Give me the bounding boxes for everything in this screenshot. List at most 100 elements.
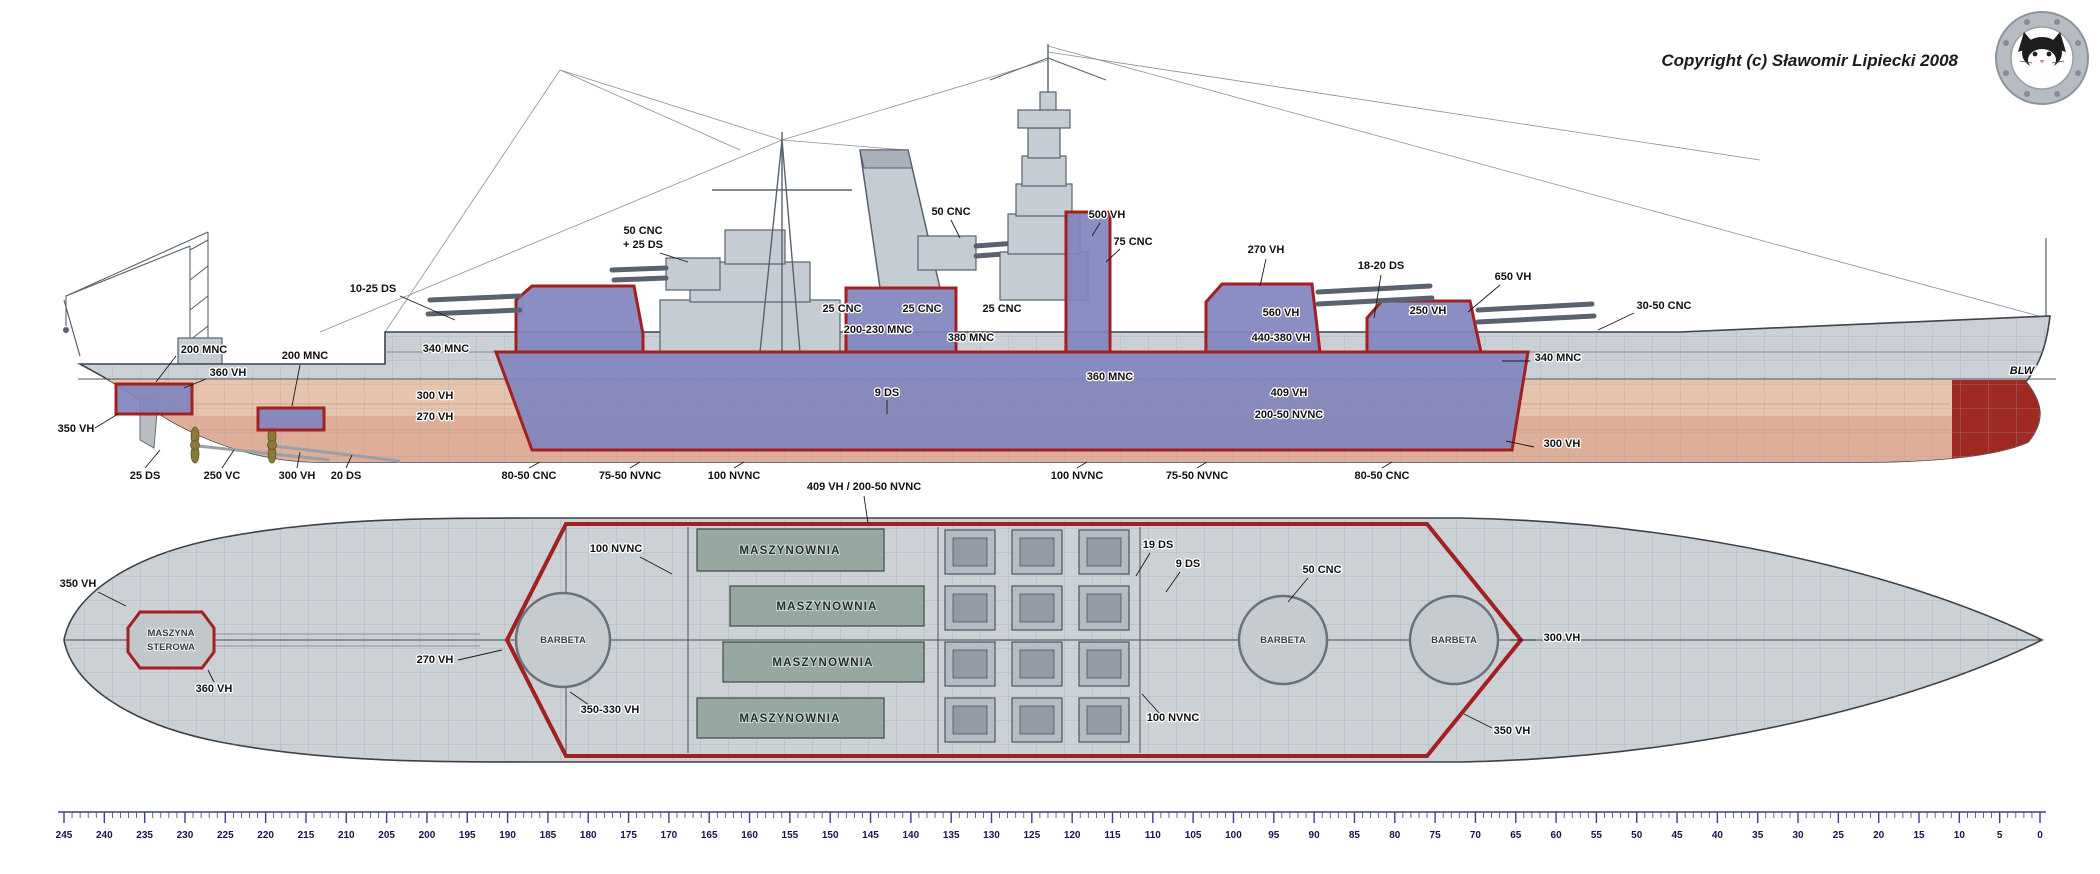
armor-label: 340 MNC <box>423 343 470 355</box>
plan-leader-lines <box>97 495 1536 729</box>
funnel-cap <box>859 149 913 169</box>
svg-text:75: 75 <box>1430 830 1442 841</box>
armor-label: 9 DS <box>1176 558 1200 570</box>
stern-flagstaff <box>63 299 81 357</box>
svg-text:65: 65 <box>1510 830 1522 841</box>
svg-text:10: 10 <box>1954 830 1966 841</box>
armor-label: 300 VH <box>1544 438 1581 450</box>
steering-room-label: STEROWA <box>147 642 195 653</box>
armor-label: 350 VH <box>60 578 97 590</box>
armor-label: 270 VH <box>417 411 454 423</box>
plan-view: 409 VH / 200-50 NVNC 100 NVNC MASZYNOWNI… <box>58 480 2044 763</box>
svg-text:45: 45 <box>1671 830 1683 841</box>
armor-label: 75-50 NVNC <box>599 470 661 482</box>
svg-text:105: 105 <box>1185 830 1202 841</box>
armor-label: 250 VC <box>204 470 241 482</box>
engine-room <box>696 528 885 572</box>
svg-text:205: 205 <box>378 830 395 841</box>
svg-text:5: 5 <box>1997 830 2003 841</box>
armor-label: 200-230 MNC <box>844 324 913 336</box>
svg-text:110: 110 <box>1145 830 1162 841</box>
svg-text:230: 230 <box>177 830 194 841</box>
armor-label: 25 CNC <box>822 303 861 315</box>
armor-label: 100 NVNC <box>1051 470 1104 482</box>
armor-label: 270 VH <box>1248 244 1285 256</box>
svg-text:170: 170 <box>661 830 678 841</box>
main-belt-citadel <box>493 350 1530 452</box>
armor-label: 25 CNC <box>982 303 1021 315</box>
armor-label: 100 NVNC <box>708 470 761 482</box>
armor-label: 20 DS <box>331 470 362 482</box>
armor-label: 80-50 CNC <box>501 470 556 482</box>
svg-text:70: 70 <box>1470 830 1482 841</box>
armor-label: 350-330 VH <box>581 704 640 716</box>
armor-label: 650 VH <box>1495 271 1532 283</box>
svg-text:50: 50 <box>1631 830 1643 841</box>
armor-label: 300 VH <box>417 390 454 402</box>
svg-text:125: 125 <box>1023 830 1040 841</box>
svg-text:0: 0 <box>2037 830 2043 841</box>
armor-label: 50 CNC <box>623 225 662 237</box>
svg-text:180: 180 <box>580 830 597 841</box>
svg-text:25: 25 <box>1833 830 1845 841</box>
profile-labels: 10-25 DS 50 CNC + 25 DS 50 CNC 500 VH 75… <box>56 205 2037 484</box>
armor-label: 350 VH <box>58 423 95 435</box>
steering-gear-box <box>126 610 216 670</box>
aft-auxiliary-armor <box>256 406 326 432</box>
svg-text:150: 150 <box>822 830 839 841</box>
turret-no1 <box>1365 299 1483 354</box>
svg-text:200: 200 <box>419 830 436 841</box>
barbette-no2 <box>1237 594 1329 686</box>
svg-text:210: 210 <box>338 830 355 841</box>
profile-leader-lines <box>94 219 1635 469</box>
svg-text:15: 15 <box>1913 830 1925 841</box>
armor-label: 250 VH <box>1410 305 1447 317</box>
armor-label: 360 VH <box>196 683 233 695</box>
armor-label: 80-50 CNC <box>1354 470 1409 482</box>
barbette-label: BARBETA <box>1260 635 1306 646</box>
svg-text:30: 30 <box>1792 830 1804 841</box>
armor-label: 25 DS <box>130 470 161 482</box>
main-guns <box>425 283 1597 325</box>
engine-room <box>696 697 885 739</box>
engine-room-label: MASZYNOWNIA <box>772 657 873 669</box>
plan-labels: 409 VH / 200-50 NVNC 100 NVNC MASZYNOWNI… <box>58 480 1581 739</box>
armor-label: 560 VH <box>1263 307 1300 319</box>
armor-label: 10-25 DS <box>350 283 396 295</box>
svg-text:175: 175 <box>620 830 637 841</box>
armor-label: 18-20 DS <box>1358 260 1404 272</box>
armor-label: 75-50 NVNC <box>1166 470 1228 482</box>
superstructure <box>609 44 1107 353</box>
armor-label: 50 CNC <box>931 206 970 218</box>
cat-face-icon <box>2018 32 2066 71</box>
secondary-turret-aft <box>665 257 721 291</box>
svg-text:85: 85 <box>1349 830 1361 841</box>
armor-label: 200 MNC <box>181 344 228 356</box>
svg-text:20: 20 <box>1873 830 1885 841</box>
waterline-label: BLW <box>2010 365 2036 377</box>
armor-label: 100 NVNC <box>1147 712 1200 724</box>
svg-text:145: 145 <box>862 830 879 841</box>
armor-label: 9 DS <box>875 387 899 399</box>
svg-text:60: 60 <box>1551 830 1563 841</box>
svg-text:185: 185 <box>540 830 557 841</box>
svg-text:215: 215 <box>298 830 315 841</box>
armor-label: 440-380 VH <box>1252 332 1311 344</box>
svg-text:235: 235 <box>136 830 153 841</box>
turret-aft <box>514 284 645 354</box>
svg-text:240: 240 <box>96 830 113 841</box>
svg-text:130: 130 <box>983 830 1000 841</box>
armor-label: 409 VH / 200-50 NVNC <box>807 481 921 493</box>
armor-label: 300 VH <box>279 470 316 482</box>
cat-logo <box>1995 11 2089 105</box>
armor-label: + 25 DS <box>623 239 663 251</box>
svg-text:100: 100 <box>1225 830 1242 841</box>
svg-text:245: 245 <box>56 830 73 841</box>
copyright-text: Copyright (c) Sławomir Lipiecki 2008 <box>1661 51 1958 70</box>
barbette-no1 <box>1408 594 1500 686</box>
armor-label: 200 MNC <box>282 350 329 362</box>
armor-label: 75 CNC <box>1113 236 1152 248</box>
